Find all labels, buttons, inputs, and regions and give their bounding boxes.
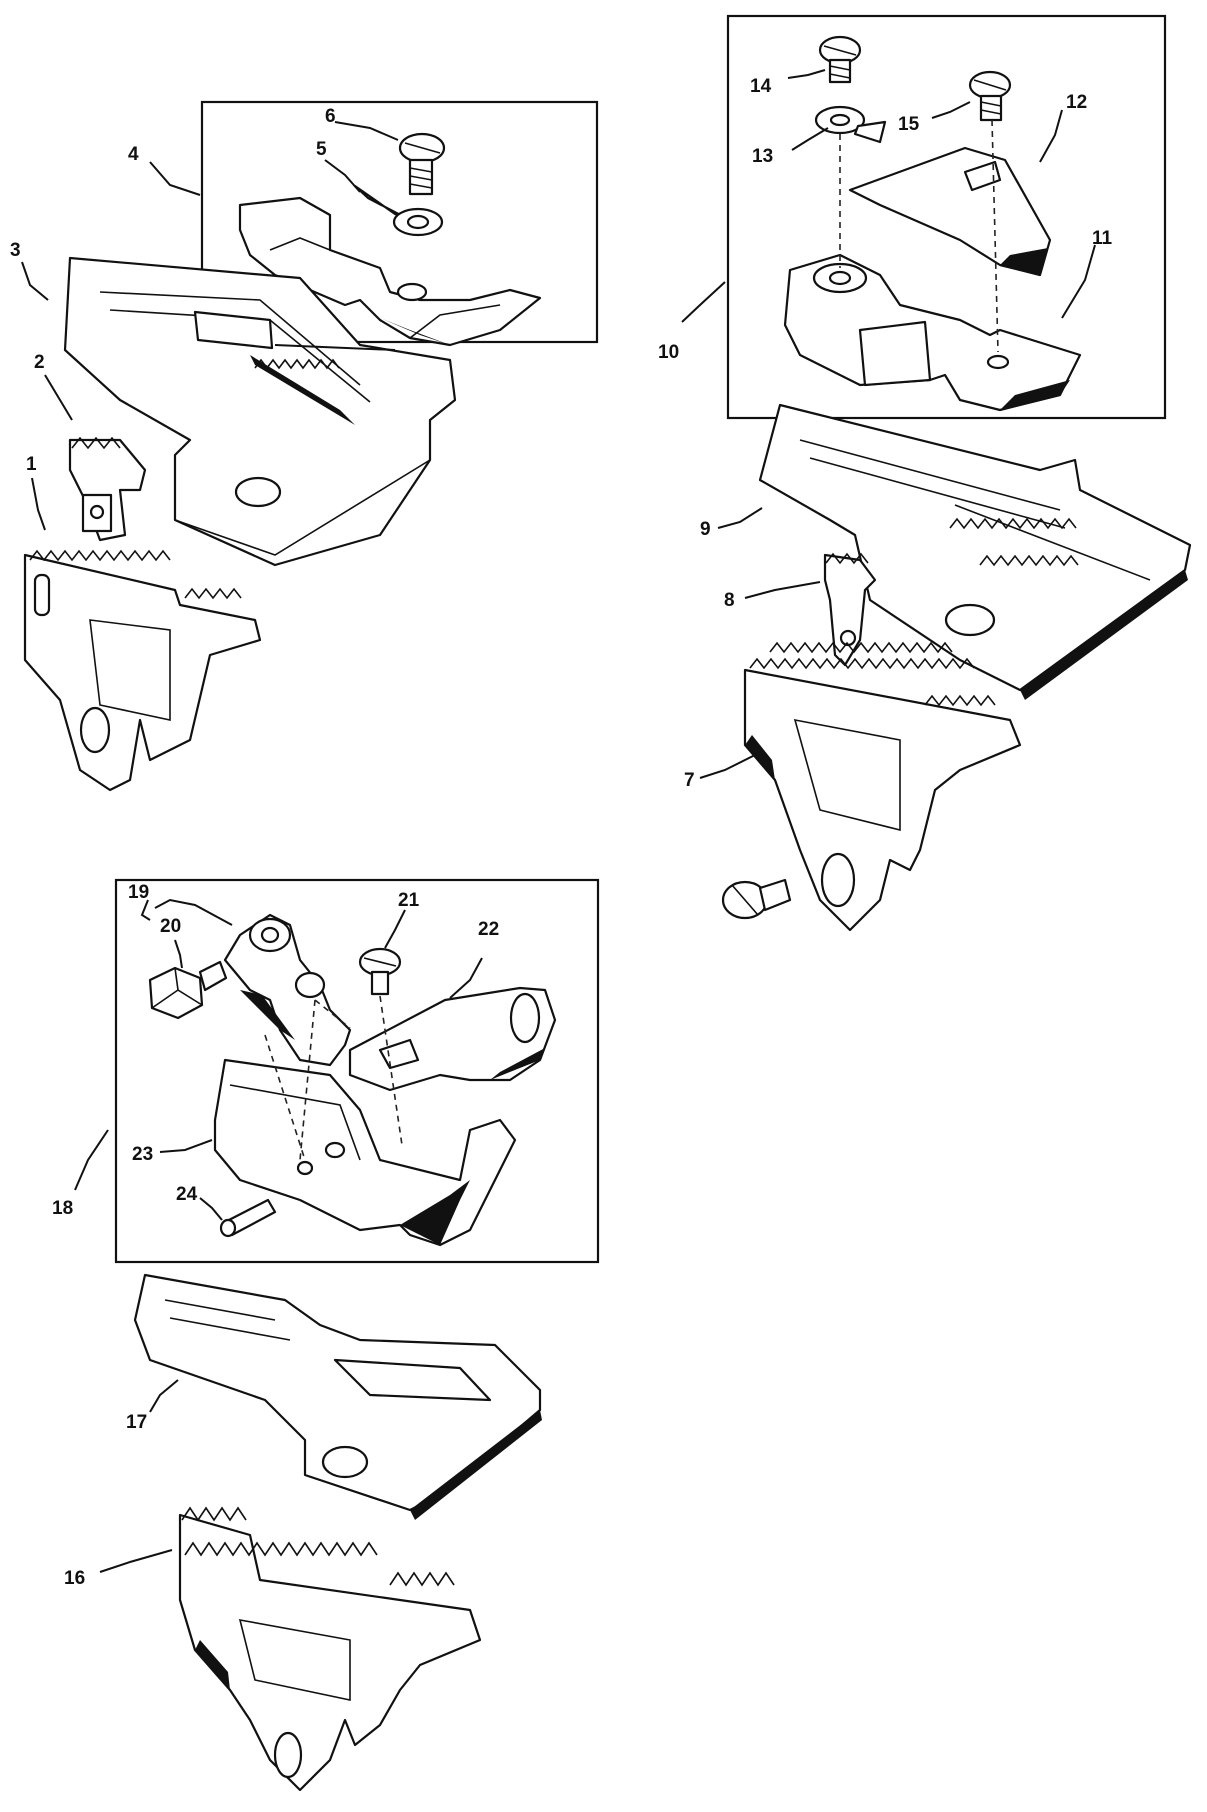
callout-11: 11 — [1092, 228, 1113, 249]
leader-22 — [449, 957, 483, 999]
leader-24 — [199, 1197, 223, 1221]
callout-7: 7 — [684, 770, 695, 791]
alignment-line-c1 — [314, 999, 351, 1029]
callout-15: 15 — [898, 114, 920, 135]
leader-18 — [74, 1129, 109, 1191]
foot-toe-22 — [348, 986, 557, 1092]
alignment-line-c2 — [379, 995, 403, 1146]
inset-box-18 — [114, 878, 600, 1264]
inset-box-10 — [726, 14, 1167, 420]
callout-4: 4 — [128, 144, 139, 165]
screw-14 — [818, 35, 862, 84]
washer-13 — [814, 105, 887, 144]
callout-3: 3 — [10, 240, 21, 261]
screw-6 — [398, 132, 446, 196]
hex-bolt-20 — [148, 960, 228, 1020]
leader-3 — [21, 261, 49, 301]
callout-19: 19 — [128, 882, 149, 903]
throat-plate-9 — [758, 403, 1192, 700]
throat-plate-17 — [133, 1273, 542, 1520]
leader-10 — [681, 281, 726, 323]
inset-box-4 — [200, 100, 599, 344]
callout-6: 6 — [325, 106, 336, 127]
callout-17: 17 — [126, 1412, 147, 1433]
alignment-line-c3 — [299, 999, 316, 1161]
foot-toe-12 — [848, 146, 1052, 277]
leader-7 — [699, 754, 756, 779]
leader-9 — [717, 507, 763, 529]
presser-foot-4 — [238, 196, 542, 347]
callout-labels: 1 2 3 4 5 6 7 8 9 10 11 12 13 14 15 16 1… — [10, 76, 1113, 1589]
feed-dog-7 — [743, 641, 1022, 932]
screw-21 — [358, 947, 402, 996]
feed-dog-1 — [23, 549, 262, 792]
leader-19 — [154, 898, 233, 926]
callout-9: 9 — [700, 519, 711, 540]
callout-5: 5 — [316, 139, 327, 160]
callout-13: 13 — [752, 146, 773, 167]
callout-20: 20 — [160, 916, 181, 937]
callout-1: 1 — [26, 454, 37, 475]
leader-6 — [334, 121, 399, 141]
leader-5 — [324, 159, 361, 193]
leader-1 — [31, 477, 46, 531]
pin-24 — [219, 1198, 277, 1238]
callout-21: 21 — [398, 890, 420, 911]
foot-base-11 — [783, 253, 1082, 412]
feed-dog-16 — [178, 1506, 482, 1792]
group-presser-foot-set-b — [681, 14, 1192, 932]
leader-23 — [159, 1139, 213, 1153]
leader-8 — [744, 581, 821, 599]
leader-12 — [1039, 109, 1063, 163]
foot-base-23 — [213, 1058, 517, 1247]
callout-2: 2 — [34, 352, 45, 373]
hinge-bracket-19 — [223, 913, 352, 1067]
leader-17 — [149, 1379, 179, 1413]
group-presser-foot-set-a — [21, 100, 599, 792]
alignment-line-right — [991, 119, 999, 353]
group-presser-foot-set-c — [74, 878, 600, 1792]
callout-10: 10 — [658, 342, 679, 363]
leader-15 — [931, 101, 971, 119]
screw-loose — [721, 878, 792, 920]
callout-22: 22 — [478, 919, 499, 940]
feed-dog-8 — [823, 552, 877, 667]
throat-plate-3 — [63, 256, 457, 567]
washer-5 — [353, 184, 444, 237]
callout-12: 12 — [1066, 92, 1087, 113]
callout-23: 23 — [132, 1144, 153, 1165]
callout-8: 8 — [724, 590, 735, 611]
screw-15 — [968, 70, 1012, 122]
callout-16: 16 — [64, 1568, 85, 1589]
leader-20 — [174, 939, 183, 969]
leader-13 — [791, 127, 829, 151]
callout-24: 24 — [176, 1184, 198, 1205]
feed-dog-2 — [68, 436, 147, 542]
leader-16 — [99, 1549, 173, 1573]
leader-4 — [149, 161, 201, 196]
leader-21 — [384, 909, 406, 949]
leader-2 — [44, 374, 73, 421]
leader-19-bracket — [140, 899, 151, 921]
leader-14 — [787, 69, 826, 79]
callout-18: 18 — [52, 1198, 73, 1219]
leader-11 — [1061, 244, 1096, 319]
callout-14: 14 — [750, 76, 772, 97]
